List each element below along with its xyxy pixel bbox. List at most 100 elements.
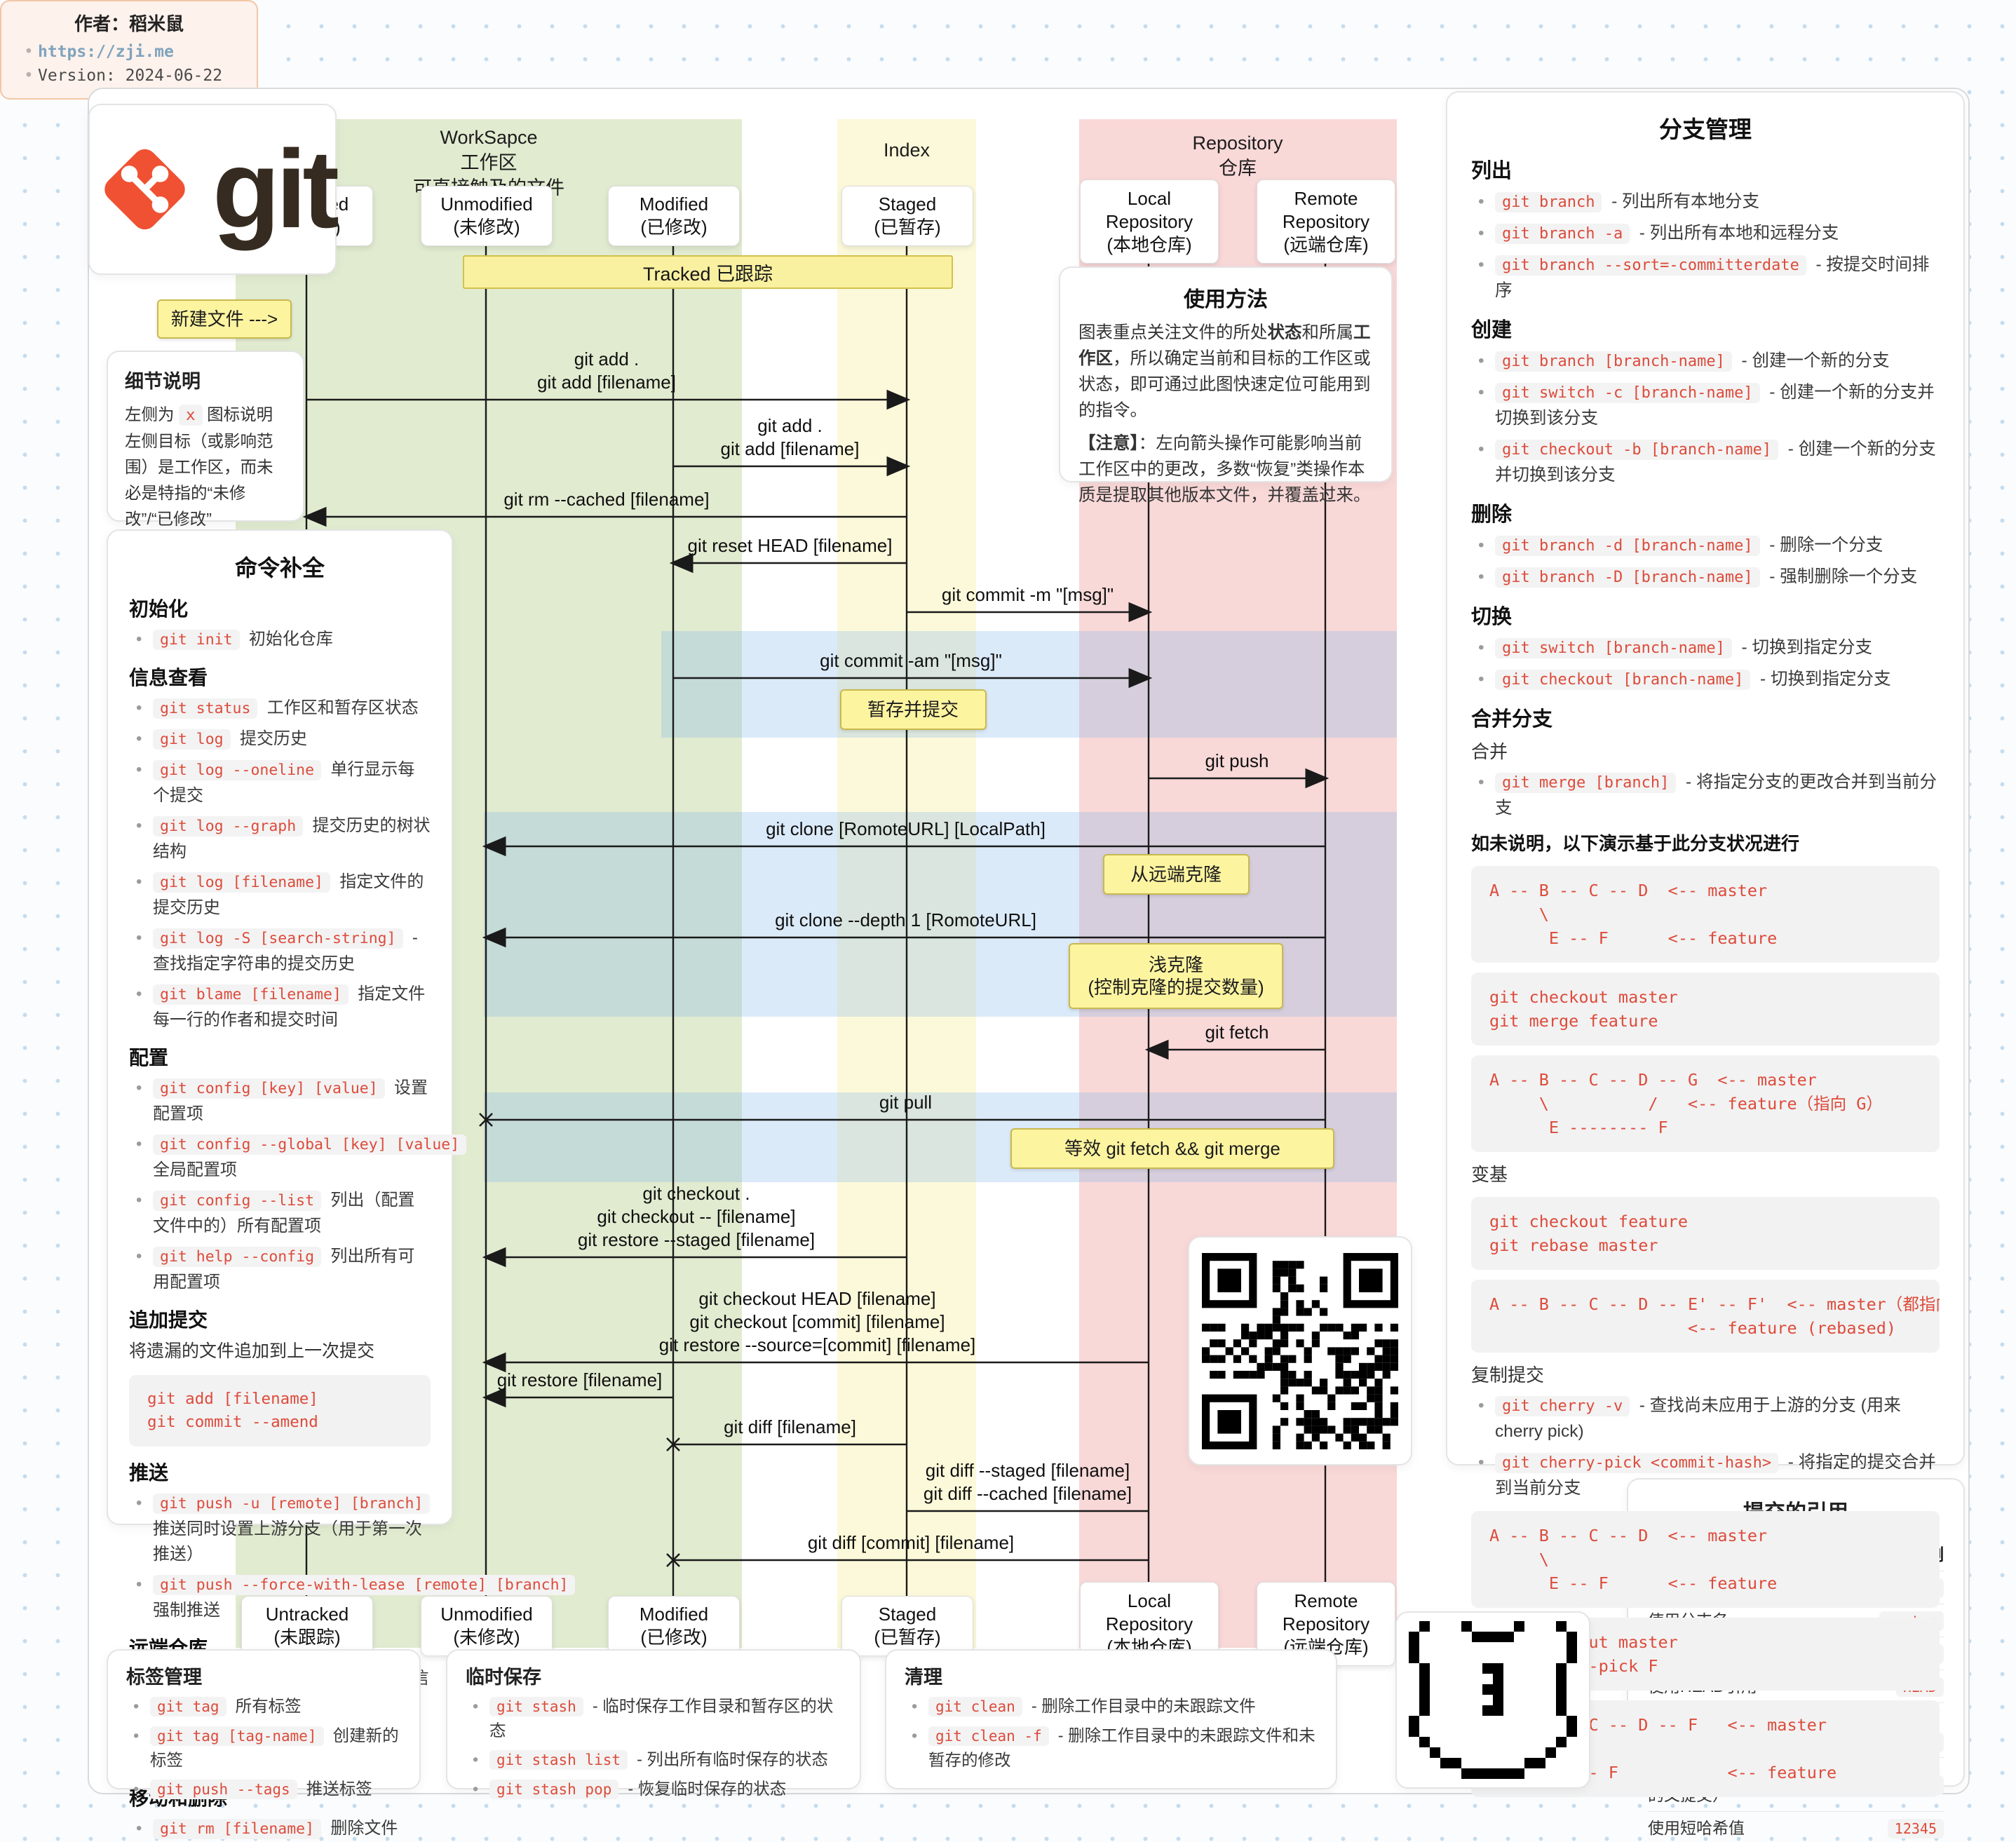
command-code: git config [key] [value] bbox=[153, 1078, 385, 1099]
panel-title: 命令补全 bbox=[234, 555, 325, 581]
command-code: git tag [tag-name] bbox=[150, 1726, 324, 1746]
command-item: git tag [tag-name] 创建新的标签 bbox=[126, 1724, 401, 1772]
command-code: git clean -f bbox=[928, 1726, 1049, 1746]
usage-paragraph: 图表重点关注文件的所处状态和所属工作区，所以确定当前和目标的工作区或状态，即可通… bbox=[1078, 320, 1373, 424]
command-list: git cherry -v - 查找尚未应用于上游的分支 (用来 cherry … bbox=[1471, 1393, 1940, 1501]
command-item: git log --oneline 单行显示每个提交 bbox=[129, 757, 431, 808]
details-line: 左侧为 x 图标说明 bbox=[125, 402, 286, 428]
command-list: git merge [branch] - 将指定分支的更改合并到当前分支 bbox=[1471, 770, 1940, 821]
command-code: git cherry-pick <commit-hash> bbox=[1495, 1453, 1779, 1473]
command-reference-panel: 命令补全 初始化git init 初始化仓库信息查看git status 工作区… bbox=[107, 529, 576, 1841]
inline-code: x bbox=[179, 405, 203, 426]
command-item: git init 初始化仓库 bbox=[129, 627, 431, 653]
command-item: git log -S [search-string] - 查找指定字符串的提交历… bbox=[129, 926, 431, 977]
text: 图表重点关注文件的所处 bbox=[1078, 323, 1268, 342]
refs-row: 使用短哈希值 12345 bbox=[1648, 1811, 1944, 1842]
command-item: git stash pop - 恢复临时保存的状态 bbox=[466, 1777, 841, 1801]
author-item: https://zji.me bbox=[20, 40, 244, 64]
arrow-label: git clone --depth 1 [RomoteURL] bbox=[775, 909, 1036, 930]
command-item: git checkout -b [branch-name] - 创建一个新的分支… bbox=[1471, 437, 1940, 488]
command-code: git log --graph bbox=[153, 816, 304, 837]
diagram-note: 从远端克隆 bbox=[1102, 854, 1250, 895]
bold-text: 【注意】 bbox=[1078, 434, 1139, 453]
command-item: git checkout [branch-name] - 切换到指定分支 bbox=[1471, 667, 1940, 693]
text: 和所属 bbox=[1301, 323, 1354, 342]
command-item: git tag 所有标签 bbox=[126, 1694, 401, 1719]
code-block: A -- B -- C -- D <-- master \ E -- F <--… bbox=[1471, 866, 1940, 963]
arrow-label: git add .git add [filename] bbox=[536, 348, 676, 393]
arrow-label: git diff --staged [filename]git diff --c… bbox=[923, 1460, 1132, 1504]
usage-help-panel: 使用方法 图表重点关注文件的所处状态和所属工作区，所以确定当前和目标的工作区或状… bbox=[1059, 266, 1393, 505]
code-block: A -- B -- C -- D -- G <-- master \ / <--… bbox=[1471, 1055, 1940, 1152]
arrow-label: git reset HEAD [filename] bbox=[687, 535, 893, 556]
command-item: git config --global [key] [value] 全局配置项 bbox=[129, 1132, 467, 1183]
command-code: git checkout -b [branch-name] bbox=[1495, 440, 1779, 460]
arrow-label: git restore [filename] bbox=[496, 1369, 663, 1390]
text: ，所以确定当前和目标的工作区或状态，即可通过此图快速定位可能用到的指令。 bbox=[1078, 349, 1371, 420]
git-logo: git bbox=[88, 104, 339, 275]
new-file-note: 新建文件 ---> bbox=[157, 299, 292, 339]
command-code: git stash bbox=[489, 1697, 583, 1716]
bold-text: 状态 bbox=[1267, 323, 1302, 342]
panel-title: 清理 bbox=[905, 1667, 942, 1688]
details-text: 左侧为 x 图标说明左侧目标（或影响范围）是工作区，而未必是特指的“未修改”/“… bbox=[125, 402, 286, 532]
command-item: git cherry -v - 查找尚未应用于上游的分支 (用来 cherry … bbox=[1471, 1393, 1940, 1444]
command-item: git blame [filename] 指定文件每一行的作者和提交时间 bbox=[129, 982, 431, 1033]
sub-heading: 变基 bbox=[1471, 1164, 1508, 1185]
arrow-label: git push bbox=[1205, 750, 1269, 771]
refs-example-chip: 12345 bbox=[1887, 1818, 1944, 1838]
command-code: git blame [filename] bbox=[153, 984, 349, 1005]
branch-management-panel: 分支管理 列出git branch - 列出所有本地分支git branch -… bbox=[1446, 91, 1965, 1797]
refs-example: 12345 bbox=[1887, 1818, 1944, 1838]
command-item: git branch --sort=-committerdate - 按提交时间… bbox=[1471, 252, 1940, 304]
panel-title: 标签管理 bbox=[126, 1667, 202, 1688]
command-code: git tag bbox=[150, 1697, 226, 1716]
command-list: git branch -d [branch-name] - 删除一个分支git … bbox=[1471, 533, 1940, 590]
column-header-modified-bottom: Modified(已修改) bbox=[608, 1596, 740, 1656]
command-code: git branch -D [branch-name] bbox=[1495, 567, 1760, 588]
command-code: git push -u [remote] [branch] bbox=[153, 1494, 431, 1514]
command-item: git log [filename] 指定文件的提交历史 bbox=[129, 869, 431, 921]
author-item: Version: 2024-06-22 bbox=[20, 64, 244, 88]
command-code: git push --tags bbox=[150, 1780, 297, 1799]
panel-title: 临时保存 bbox=[466, 1667, 541, 1688]
pixel-mouse-avatar-icon bbox=[1409, 1621, 1577, 1779]
command-code: git help --config bbox=[153, 1247, 322, 1267]
author-link[interactable]: https://zji.me bbox=[38, 43, 174, 61]
section-heading: 配置 bbox=[129, 1047, 169, 1069]
arrow-label: git diff [commit] [filename] bbox=[807, 1532, 1015, 1553]
refs-desc: 使用短哈希值 bbox=[1648, 1819, 1745, 1837]
qr-code-card bbox=[1188, 1236, 1412, 1465]
arrow-label: git add .git add [filename] bbox=[720, 415, 860, 459]
diagram-note: 浅克隆(控制克隆的提交数量) bbox=[1069, 943, 1283, 1009]
section-heading: 初始化 bbox=[129, 598, 189, 620]
section-intro: 将遗漏的文件追加到上一次提交 bbox=[129, 1341, 375, 1361]
command-item: git branch -D [branch-name] - 强制删除一个分支 bbox=[1471, 564, 1940, 590]
tracked-banner: Tracked 已跟踪 bbox=[463, 255, 953, 289]
section-heading: 推送 bbox=[129, 1462, 169, 1484]
command-code: git log --oneline bbox=[153, 760, 322, 780]
arrow-label: git commit -am "[msg]" bbox=[820, 650, 1002, 671]
command-code: git init bbox=[153, 630, 240, 650]
command-item: git push -u [remote] [branch] 推送同时设置上游分支… bbox=[129, 1491, 431, 1567]
command-list: git stash - 临时保存工作目录和暂存区的状态git stash lis… bbox=[466, 1694, 841, 1801]
clean-panel: 清理git clean - 删除工作目录中的未跟踪文件git clean -f … bbox=[885, 1649, 1337, 1789]
panel-title: 细节说明 bbox=[125, 371, 201, 392]
command-code: git merge [branch] bbox=[1495, 773, 1677, 793]
command-item: git clean - 删除工作目录中的未跟踪文件 bbox=[905, 1694, 1318, 1719]
code-block: A -- B -- C -- D <-- master \ E -- F <--… bbox=[1471, 1511, 1940, 1608]
command-item: git config --list 列出（配置文件中的）所有配置项 bbox=[129, 1188, 431, 1239]
command-item: git status 工作区和暂存区状态 bbox=[129, 696, 431, 722]
highlight-strip bbox=[661, 631, 1397, 738]
command-code: git log bbox=[153, 729, 231, 750]
arrow-label: git rm --cached [filename] bbox=[503, 489, 710, 510]
text: Version: 2024-06-22 bbox=[38, 67, 223, 85]
command-list: git switch [branch-name] - 切换到指定分支git ch… bbox=[1471, 635, 1940, 693]
command-code: git config --global [key] [value] bbox=[153, 1135, 467, 1155]
usage-note-paragraph: 【注意】：左向箭头操作可能影响当前工作区中的更改，多数“恢复”类操作本质是提取其… bbox=[1078, 431, 1373, 508]
arrow-label: git checkout .git checkout -- [filename]… bbox=[577, 1183, 816, 1250]
diagram-note: 等效 git fetch && git merge bbox=[1010, 1128, 1334, 1169]
command-item: git push --tags 推送标签 bbox=[126, 1777, 401, 1801]
sub-heading: 合并 bbox=[1471, 741, 1508, 762]
